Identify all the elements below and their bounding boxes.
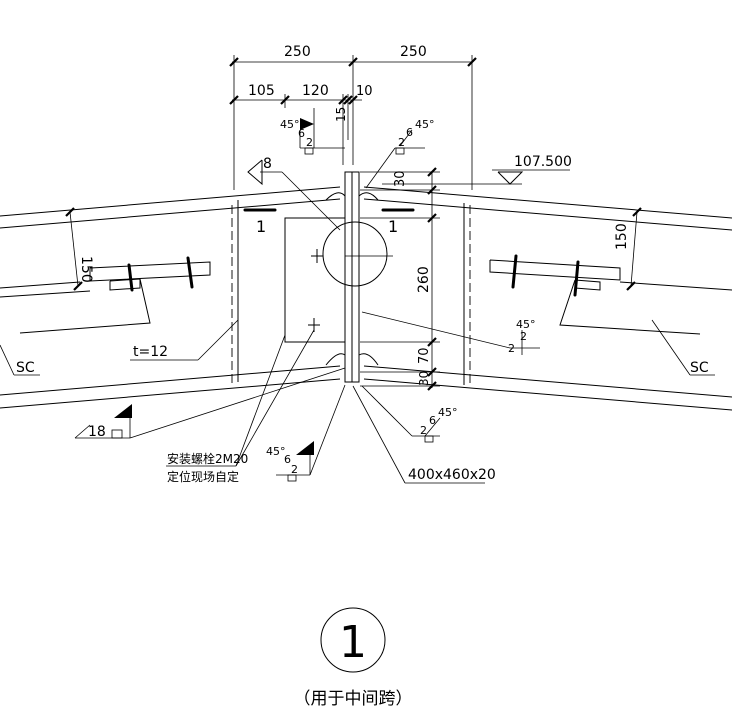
dim-30-top: 30 [393, 170, 408, 187]
section-mark-right: 1 [388, 217, 398, 236]
left-rafter: 150 [0, 186, 341, 409]
dim-150-left: 150 [78, 256, 94, 283]
svg-text:t=12: t=12 [133, 344, 168, 360]
weld-angle-tl: 45° [280, 118, 300, 131]
section-mark-left: 1 [256, 217, 266, 236]
top-dimension-chain: 250 250 105 120 10 15 [229, 44, 477, 190]
weld-fillet-8: 8 [263, 156, 272, 172]
weld-gap-rm-1: 2 [520, 330, 527, 343]
svg-text:安装螺栓2M20: 安装螺栓2M20 [167, 451, 248, 466]
dim-70: 70 [417, 347, 432, 364]
dim-250-right: 250 [400, 44, 427, 60]
svg-text:SC: SC [690, 360, 709, 376]
weld-fillet-18: 18 [88, 424, 106, 440]
weld-size-tr: 6 [406, 126, 413, 139]
weld-size-tl: 6 [298, 127, 305, 140]
weld-gap-rm-2: 2 [508, 342, 515, 355]
detail-caption: （用于中间跨） [294, 689, 413, 709]
weld-gap-tr: 2 [398, 136, 405, 149]
weld-symbol-top-right: 2 6 45° [365, 118, 435, 189]
detail-number: 1 [339, 617, 367, 668]
dim-105: 105 [248, 83, 275, 99]
elevation-mark: 107.500 [382, 154, 572, 185]
weld-gap-br: 2 [420, 424, 427, 437]
dim-10: 10 [356, 84, 373, 99]
bolt-hole-upper [311, 249, 323, 263]
dim-260: 260 [416, 266, 432, 293]
label-plate-thickness: t=12 [130, 319, 239, 361]
dim-30-bottom: 30 [417, 371, 431, 386]
weld-symbol-bottom-center: 45° 6 2 [266, 384, 346, 482]
detail-bubble: 1 [320, 607, 386, 673]
weld-symbol-right-middle: 45° 2 2 [361, 311, 540, 355]
weld-angle-bc: 45° [266, 445, 286, 458]
label-sc-right: SC [651, 319, 715, 376]
bolt-hole-lower [308, 318, 320, 332]
weld-symbol-fillet-8: 8 [247, 156, 341, 231]
weld-size-bc: 6 [284, 453, 291, 466]
weld-size-br: 6 [429, 414, 436, 427]
dim-150-right: 150 [614, 223, 630, 250]
svg-text:定位现场自定: 定位现场自定 [167, 469, 239, 484]
label-end-plate: 400x460x20 [352, 385, 496, 484]
weld-angle-rm: 45° [516, 318, 536, 331]
svg-text:400x460x20: 400x460x20 [408, 467, 496, 483]
right-vertical-dimensions: 30 260 70 30 [360, 167, 440, 391]
label-bolt-note: 安装螺栓2M20 定位现场自定 [166, 329, 315, 484]
weld-angle-br: 45° [438, 406, 458, 419]
end-plate-assembly: 1 1 [243, 171, 415, 383]
dim-250-left: 250 [284, 44, 311, 60]
weld-symbol-top-left: 45° 6 2 [280, 108, 345, 155]
dim-15: 15 [334, 107, 348, 122]
weld-angle-tr: 45° [415, 118, 435, 131]
dim-120: 120 [302, 83, 329, 99]
elevation-value: 107.500 [514, 154, 572, 170]
right-rafter: 150 [363, 186, 732, 411]
weld-gap-tl: 2 [306, 136, 313, 149]
weld-symbol-fillet-18: 18 [74, 367, 346, 440]
weld-gap-bc: 2 [291, 463, 298, 476]
label-sc-left: SC [0, 344, 40, 376]
weld-symbol-bottom-right: 2 6 45° [361, 385, 458, 443]
svg-text:SC: SC [16, 360, 35, 376]
